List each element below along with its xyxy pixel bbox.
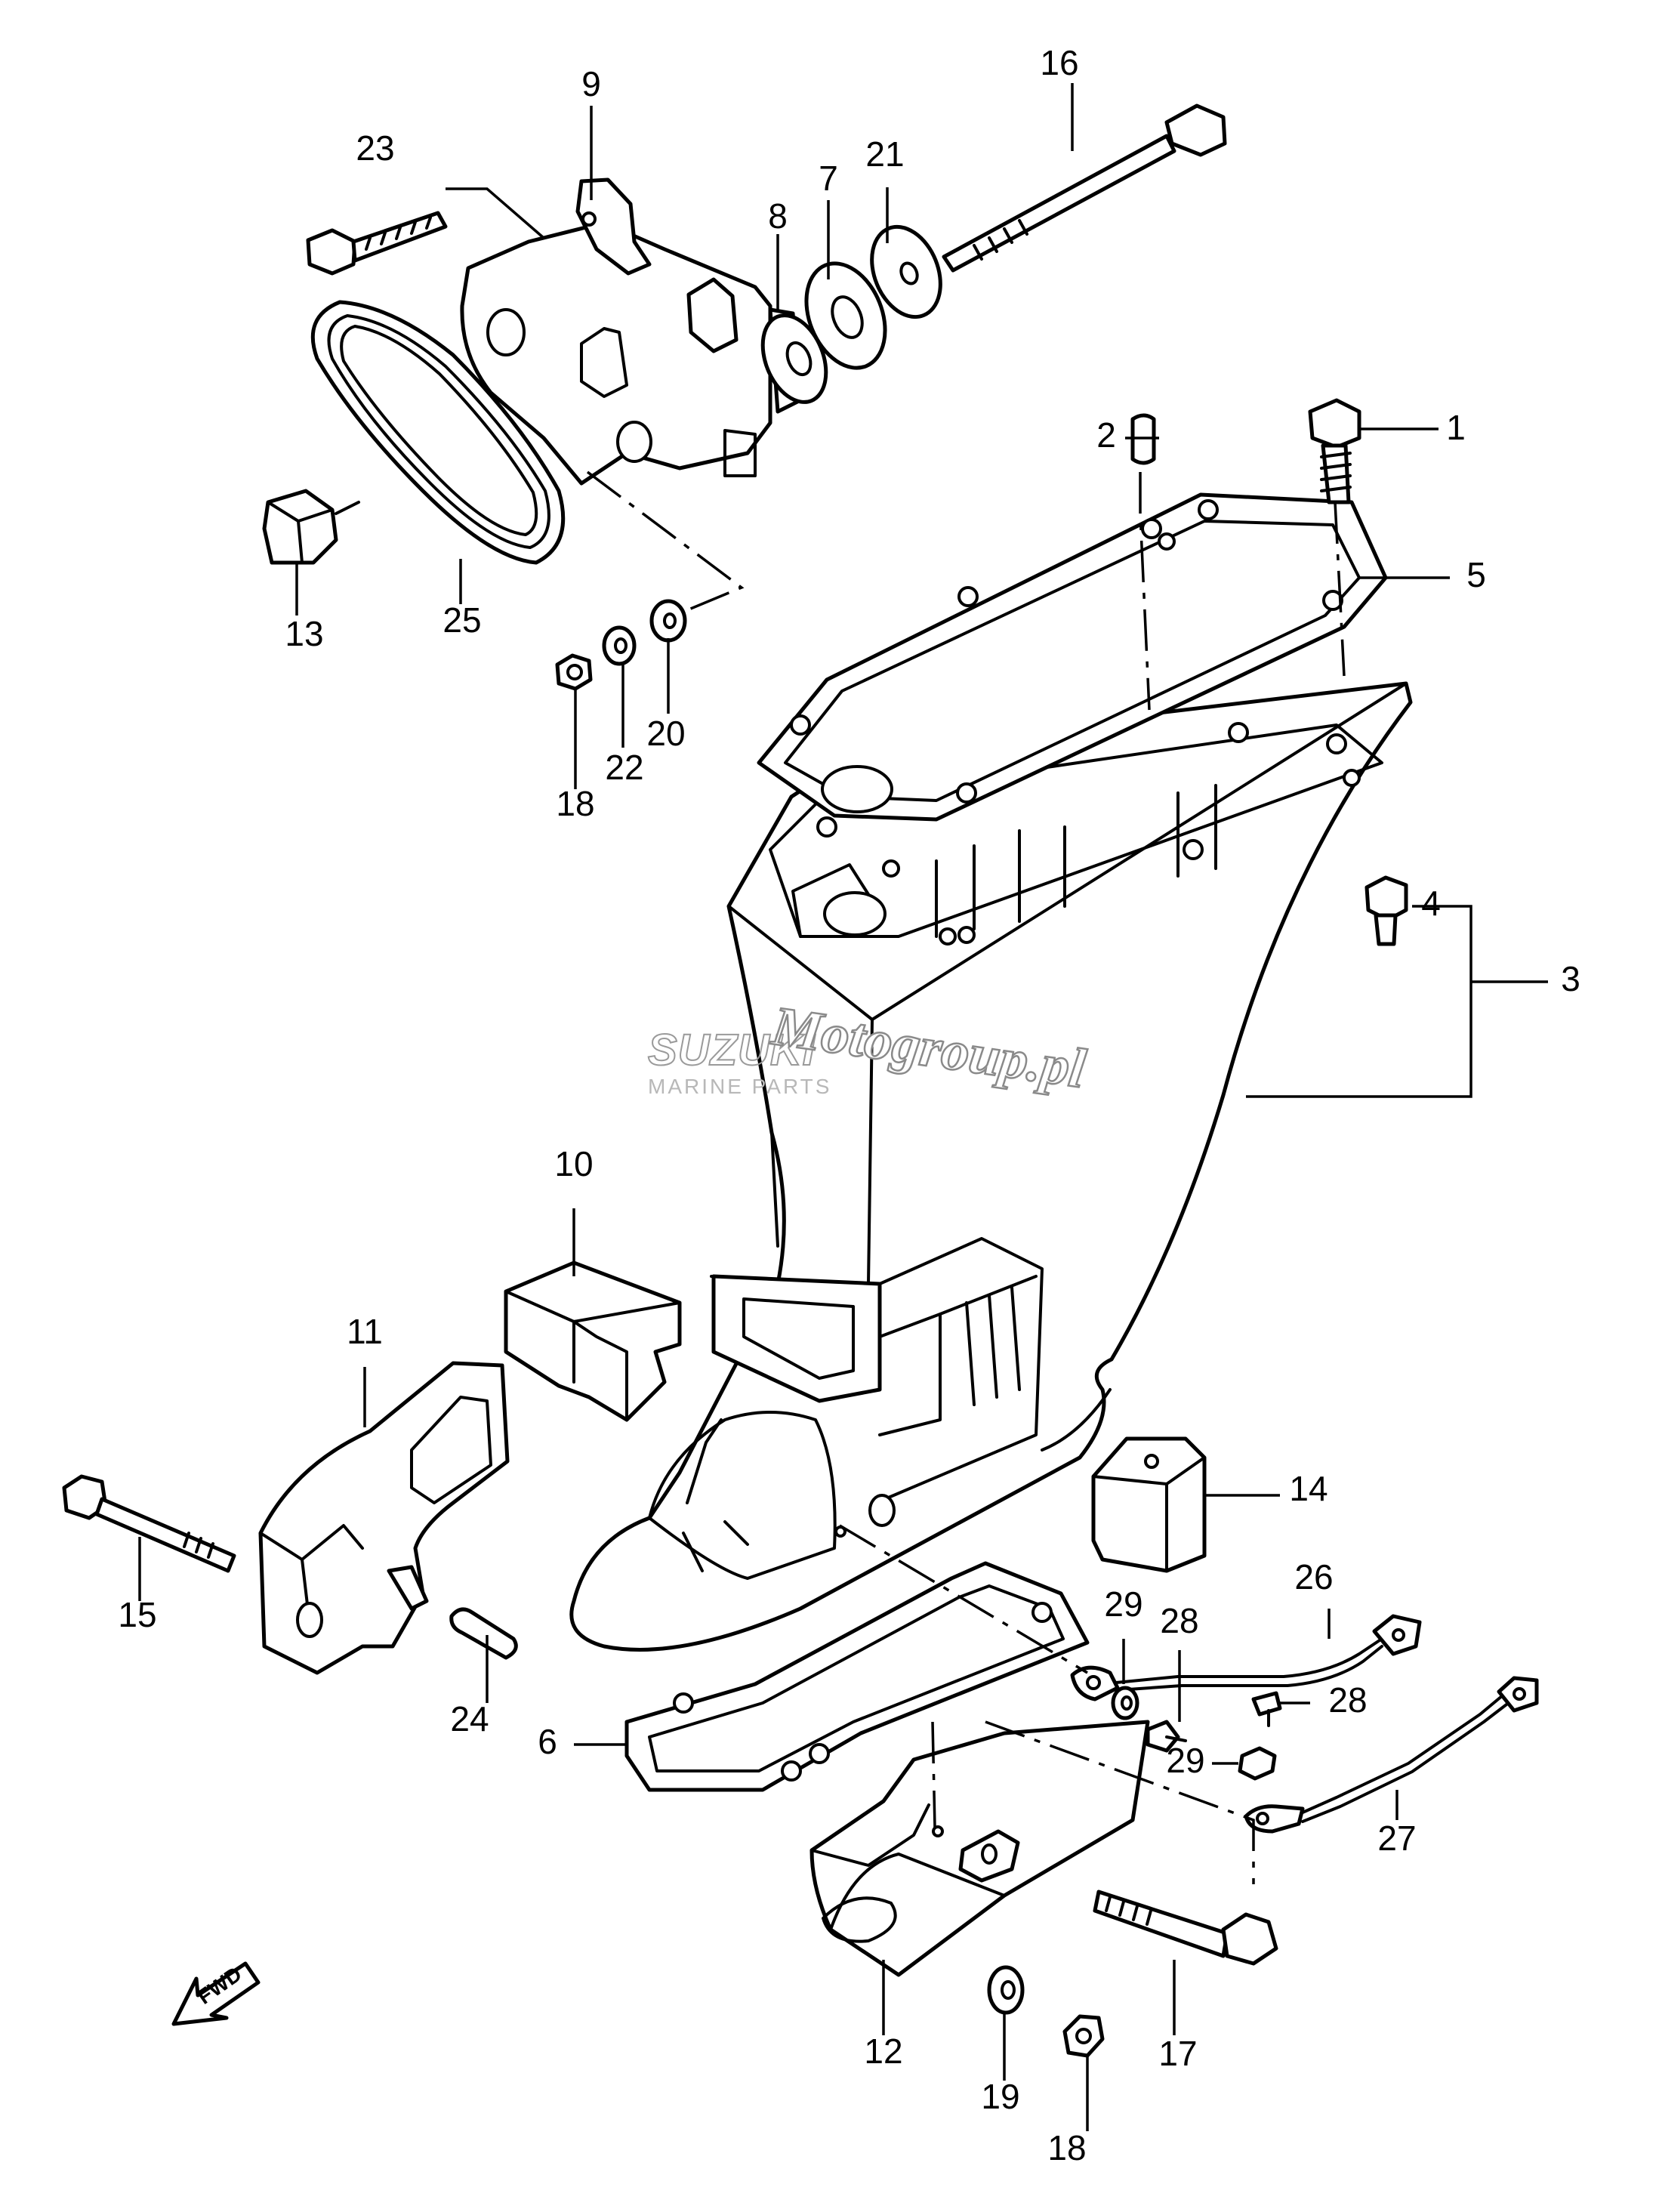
washer-19: [987, 1965, 1025, 2015]
callout-12: 12: [864, 2032, 902, 2071]
callout-5: 5: [1466, 555, 1486, 594]
callout-1: 1: [1446, 408, 1466, 447]
washer-21: [870, 224, 942, 319]
upper-mount-bracket: [460, 177, 803, 486]
bolt-1: [1308, 398, 1361, 504]
watermark-subtitle: MARINE PARTS: [648, 1075, 831, 1098]
callout-11: 11: [347, 1312, 383, 1351]
bolt-15: [62, 1474, 236, 1573]
callout-28-upper: 28: [1160, 1601, 1198, 1640]
callout-21: 21: [865, 134, 904, 174]
ground-wire-26: [1070, 1614, 1422, 1701]
callout-20: 20: [646, 714, 685, 753]
nut-18-lower: [1062, 2014, 1105, 2058]
callout-17: 17: [1158, 2034, 1197, 2073]
callout-6: 6: [538, 1722, 557, 1761]
callout-7: 7: [819, 159, 838, 198]
nut-18: [555, 653, 593, 691]
screw-28b: [1251, 1691, 1282, 1727]
bolt-17: [1093, 1890, 1278, 1966]
callout-3: 3: [1561, 959, 1580, 998]
washer-22: [602, 625, 637, 666]
callout-27: 27: [1377, 1819, 1416, 1858]
lower-mount-bracket-11: [258, 1361, 510, 1675]
cap-stopper: [262, 489, 360, 565]
long-bolt-16: [942, 103, 1227, 273]
callout-15: 15: [118, 1595, 156, 1634]
bolt-23: [306, 211, 448, 276]
callout-13: 13: [285, 614, 323, 653]
bolt-4: [1365, 875, 1408, 946]
drive-shaft-housing: [569, 681, 1413, 1652]
rubber-mount-14: [1091, 1436, 1207, 1573]
callout-29-upper: 29: [1104, 1584, 1142, 1624]
callout-26: 26: [1294, 1557, 1333, 1597]
callout-18-upper: 18: [556, 784, 594, 823]
callout-22: 22: [605, 748, 643, 787]
fwd-arrow-icon: FWD: [171, 1961, 261, 2026]
callout-2: 2: [1096, 415, 1116, 455]
pin-24: [449, 1607, 518, 1660]
callout-18-lower: 18: [1047, 2128, 1086, 2167]
callout-24: 24: [450, 1699, 489, 1738]
callout-9: 9: [581, 64, 601, 103]
screw-28a: [1146, 1720, 1187, 1753]
callout-23: 23: [356, 128, 394, 168]
callout-4: 4: [1421, 884, 1441, 923]
washer-20: [649, 599, 687, 643]
rubber-mount-10: [504, 1260, 682, 1422]
washer-29b: [1238, 1746, 1277, 1781]
callout-14: 14: [1289, 1469, 1328, 1508]
watermark-brand: SUZUKI: [648, 1026, 816, 1075]
callout-19: 19: [981, 2077, 1019, 2116]
leader-lines: [138, 83, 1548, 2131]
callout-16: 16: [1040, 43, 1078, 82]
callout-labels: 1 2 3 4 5 6 7 8 9 10 11 12 13 14 15 16 1…: [118, 43, 1580, 2167]
washer-7: [804, 261, 887, 370]
alignment-lines: [586, 470, 1346, 1884]
lower-gasket: [624, 1561, 1090, 1792]
ground-wire-27: [1244, 1676, 1539, 1834]
callout-28-right: 28: [1328, 1680, 1367, 1720]
callout-10: 10: [554, 1144, 593, 1183]
callout-25: 25: [443, 600, 481, 640]
washer-29a: [1111, 1686, 1139, 1720]
rubber-grommet-ring: [310, 300, 566, 565]
callout-29-lower: 29: [1166, 1741, 1204, 1780]
lower-cover-12: [809, 1720, 1150, 1977]
callout-8: 8: [768, 196, 788, 236]
